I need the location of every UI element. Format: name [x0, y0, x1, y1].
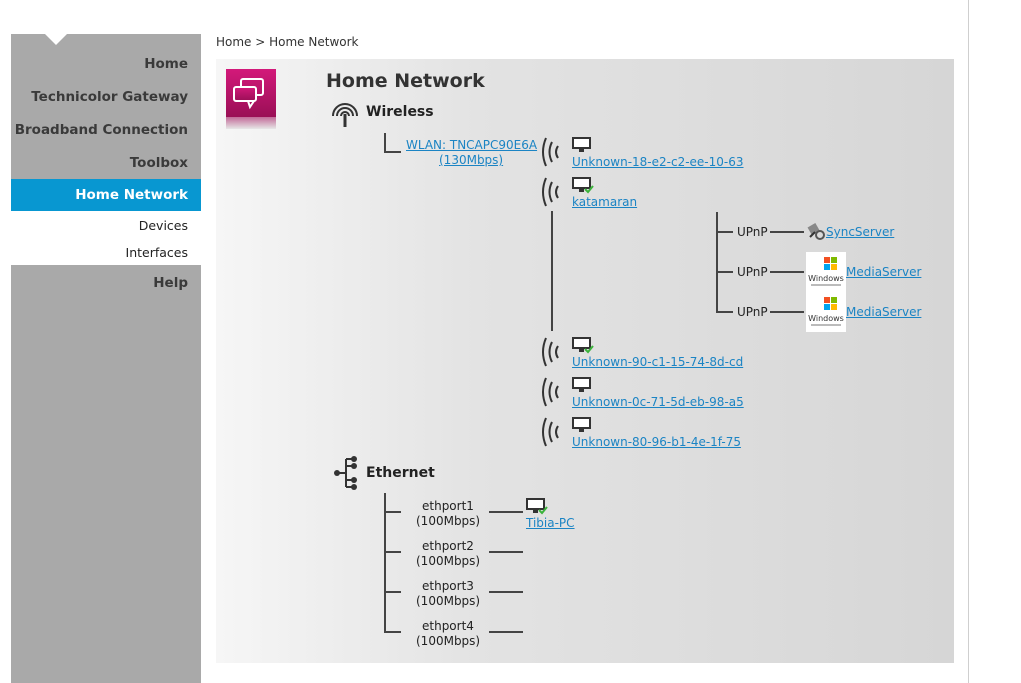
wireless-antenna-icon — [332, 103, 358, 127]
tree-line — [770, 231, 804, 233]
computer-online-icon — [526, 498, 548, 515]
service-link[interactable]: MediaServer — [846, 265, 922, 279]
wifi-signal-icon — [542, 417, 559, 447]
tree-line — [489, 551, 523, 553]
computer-icon — [572, 377, 591, 392]
tree-line — [489, 631, 523, 633]
tree-line — [384, 151, 401, 153]
nav-home-network-label: Home Network — [75, 187, 188, 203]
ethernet-device-link[interactable]: Tibia-PC — [526, 516, 575, 530]
ethernet-label: Ethernet — [366, 465, 435, 481]
wifi-signal-icon — [542, 137, 559, 167]
ethport-name: ethport1 — [422, 499, 474, 513]
wireless-device-link[interactable]: Unknown-90-c1-15-74-8d-cd — [572, 355, 744, 369]
wireless-label: Wireless — [366, 104, 434, 120]
windows-logo-text: Windows — [808, 274, 844, 283]
tree-line — [716, 271, 733, 273]
wifi-signal-icon — [542, 377, 559, 407]
wireless-device-link[interactable]: katamaran — [572, 195, 638, 209]
tree-line — [716, 231, 733, 233]
tree-line — [489, 511, 523, 513]
computer-icon — [572, 417, 591, 432]
nav-broadband-connection[interactable]: Broadband Connection — [14, 122, 188, 138]
wireless-device-link[interactable]: Unknown-80-96-b1-4e-1f-75 — [572, 435, 741, 449]
ethport-name: ethport2 — [422, 539, 474, 553]
windows-media-logo-icon: Windows — [806, 292, 846, 332]
service-protocol: UPnP — [737, 265, 768, 279]
service-protocol: UPnP — [737, 225, 768, 239]
nav-home-network[interactable]: Home Network — [11, 179, 201, 211]
sidebar-notch — [45, 34, 67, 45]
windows-logo-text: Windows — [808, 314, 844, 323]
tree-line — [384, 511, 401, 513]
page-title: Home Network — [326, 70, 485, 92]
tree-line — [384, 631, 401, 633]
wireless-device-link[interactable]: Unknown-0c-71-5d-eb-98-a5 — [572, 395, 744, 409]
computer-online-icon — [572, 337, 594, 354]
tree-line — [489, 591, 523, 593]
subnav-devices[interactable]: Devices — [138, 218, 188, 233]
computer-online-icon — [572, 177, 594, 194]
service-link[interactable]: MediaServer — [846, 305, 922, 319]
nav-help[interactable]: Help — [153, 275, 188, 291]
sidebar: Home Technicolor Gateway Broadband Conne… — [11, 34, 201, 683]
tree-line — [384, 551, 401, 553]
tree-line — [384, 133, 386, 153]
ethport-rate: (100Mbps) — [416, 594, 481, 608]
ethport-name: ethport3 — [422, 579, 474, 593]
wireless-device-link[interactable]: Unknown-18-e2-c2-ee-10-63 — [572, 155, 744, 169]
window-border — [968, 0, 969, 683]
content-panel: Home Network Wireless WLAN: TNCAPC90E6A … — [216, 59, 954, 663]
computer-icon — [572, 137, 591, 152]
tree-line — [770, 311, 804, 313]
wifi-signal-icon — [542, 177, 559, 207]
sync-server-icon — [807, 223, 825, 240]
service-link[interactable]: SyncServer — [826, 225, 895, 239]
tree-line — [770, 271, 804, 273]
wifi-signal-icon — [542, 337, 559, 367]
service-protocol: UPnP — [737, 305, 768, 319]
nav-technicolor-gateway[interactable]: Technicolor Gateway — [31, 89, 188, 105]
tree-line — [716, 212, 718, 313]
tree-line — [384, 591, 401, 593]
breadcrumb: Home > Home Network — [216, 35, 359, 49]
windows-media-logo-icon: Windows — [806, 252, 846, 292]
ethport-rate: (100Mbps) — [416, 554, 481, 568]
tree-line — [384, 493, 386, 633]
tree-line — [551, 211, 553, 331]
wlan-link[interactable]: WLAN: TNCAPC90E6A — [406, 138, 538, 152]
subnav: Devices Interfaces — [11, 211, 201, 265]
subnav-interfaces[interactable]: Interfaces — [125, 245, 188, 260]
wlan-rate-link[interactable]: (130Mbps) — [439, 153, 504, 167]
ethport-rate: (100Mbps) — [416, 634, 481, 648]
ethport-rate: (100Mbps) — [416, 514, 481, 528]
home-network-page-icon — [226, 69, 276, 129]
nav-toolbox[interactable]: Toolbox — [129, 155, 188, 171]
ethport-name: ethport4 — [422, 619, 474, 633]
nav-home[interactable]: Home — [144, 56, 188, 72]
tree-line — [716, 311, 733, 313]
ethernet-tree-icon — [334, 456, 357, 490]
